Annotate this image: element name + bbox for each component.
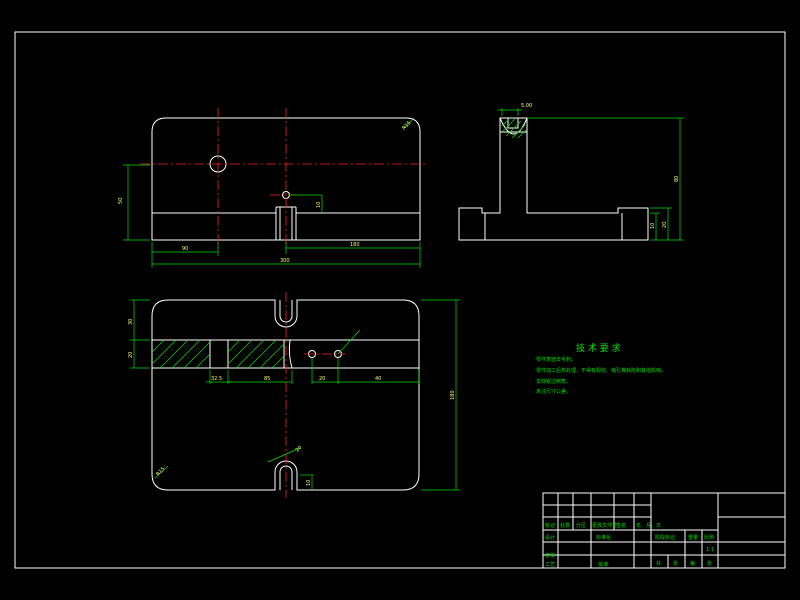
tb-label-process: 工艺 <box>545 562 555 568</box>
tb-label-zone: 分区 <box>576 522 586 529</box>
dim-side-total: 80 <box>674 176 680 182</box>
tb-label-mark: 标记 <box>545 522 555 529</box>
plan-corner-radius: R15 <box>155 466 166 477</box>
dim-plan-notch: 10 <box>306 480 312 486</box>
tb-label-approve: 批准 <box>598 561 608 568</box>
tb-label-design: 设计 <box>545 534 555 541</box>
dim-front-right: 180 <box>350 242 360 248</box>
dim-plan-holes: 20 <box>319 376 325 382</box>
tb-label-sign: 签名 <box>616 522 626 529</box>
technical-requirements: 技 术 要 求 零件表面去毛刺。 零件加工后热处理，不得有裂纹、缩孔等缺陷和其他… <box>536 342 666 395</box>
tb-sheet-index: 第 <box>690 560 695 567</box>
plan-view: 30 20 32.5 85 20 40 180 20 10 R15 <box>128 292 460 498</box>
tech-requirement-4: 未注尺寸公差。 <box>536 388 571 395</box>
tb-label-scale: 比例 <box>704 534 714 541</box>
tb-sheet-unit-1: 张 <box>673 560 678 567</box>
drawing-border <box>14 31 786 569</box>
dim-side-base-1: 20 <box>662 222 668 228</box>
tb-sheet-total: 共 <box>656 560 661 567</box>
title-block: 标记 处数 分区 更改文件号 签名 年、月、日 设计 标准化 审核 工艺 批准 … <box>542 492 786 569</box>
dim-plan-top: 30 <box>128 319 134 325</box>
tb-label-date: 年、月、日 <box>636 522 661 529</box>
tech-requirements-title: 技 术 要 求 <box>576 342 621 354</box>
front-view: 50 90 180 300 10 R15 <box>118 108 428 268</box>
dim-side-base-2: 10 <box>650 223 656 229</box>
dim-plan-mid: 85 <box>264 376 270 382</box>
dim-plan-notch-dia: 20 <box>294 445 303 454</box>
dim-side-top: 5.00 <box>521 103 532 109</box>
tb-label-stage: 阶段标记 <box>655 534 675 541</box>
dim-front-overall: 300 <box>280 258 290 264</box>
tech-requirement-3: 去除锐边倒角。 <box>536 378 571 385</box>
tb-label-standardization: 标准化 <box>596 534 611 541</box>
section-hatching <box>151 339 285 369</box>
tb-label-weight: 重量 <box>688 534 698 541</box>
tb-label-checker: 审核 <box>545 552 555 559</box>
front-corner-radius: R15 <box>401 120 412 131</box>
dim-plan-left: 32.5 <box>211 376 222 382</box>
tb-scale-value: 1:1 <box>706 547 714 553</box>
dim-front-left: 90 <box>182 246 188 252</box>
dim-plan-slot: 20 <box>128 352 134 358</box>
dim-front-height: 50 <box>118 198 124 204</box>
dim-front-hole: 10 <box>316 202 322 208</box>
tech-requirement-1: 零件表面去毛刺。 <box>536 356 576 363</box>
tb-label-change-doc: 更改文件号 <box>592 522 617 529</box>
tb-sheet-unit-2: 张 <box>707 560 712 567</box>
tb-label-count: 处数 <box>560 522 570 529</box>
dim-plan-overall: 180 <box>450 390 456 400</box>
dim-plan-right: 40 <box>375 376 381 382</box>
side-view: 5.00 80 20 10 <box>458 103 684 241</box>
tech-requirement-2: 零件加工后热处理，不得有裂纹、缩孔等缺陷和其他影响。 <box>536 367 666 374</box>
